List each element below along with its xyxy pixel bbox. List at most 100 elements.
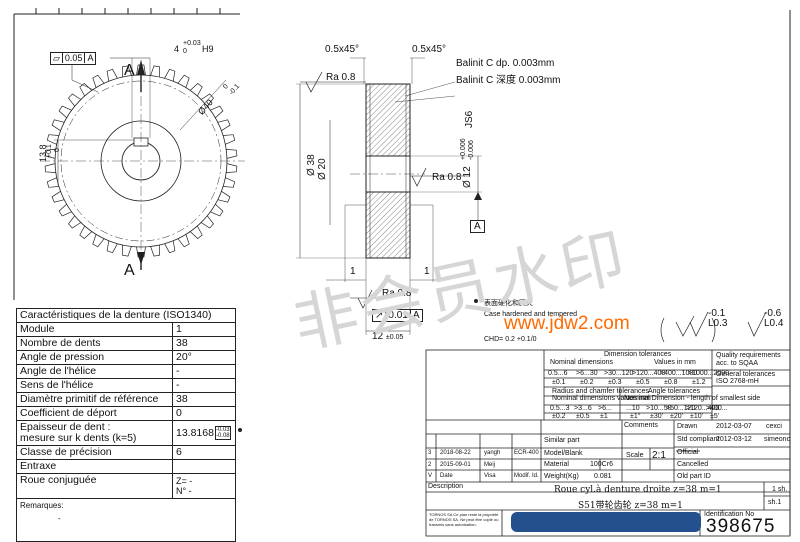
heat-treat-note: 表面硬化和回火	[484, 300, 533, 307]
tol-header: Dimension tolerances	[604, 351, 672, 358]
tol-nominal: Nominal dimensions	[550, 359, 614, 366]
row-label: Sens de l'hélice	[16, 378, 173, 393]
table-row: Epaisseur de dent :mesure sur k dents (k…	[16, 420, 236, 446]
case-hardened-note: Case hardened and tempered	[484, 311, 578, 318]
tol-value: ±0.5	[636, 379, 650, 386]
chamfer-right: 0.5x45°	[412, 44, 447, 55]
mating-z: Z= -	[176, 476, 193, 486]
gear-characteristics-table: Caractéristiques de la denture (ISO1340)…	[16, 308, 236, 542]
thickness-value-cell: 13.8168-0.03-0.08	[172, 420, 236, 446]
title-block-grid	[425, 349, 791, 537]
radius-header: Radius and chamfer tolerances	[552, 388, 649, 395]
datum-a: A	[470, 220, 485, 233]
angle-range: >400...	[706, 405, 728, 412]
std-date: 2012-03-12	[716, 436, 752, 443]
revision-cell: 2018-08-22	[440, 450, 471, 456]
roughness-symbols	[660, 311, 767, 343]
tol-range: 0.5...6	[548, 370, 568, 377]
description-label: Description	[428, 483, 464, 490]
dim-1-left: 1	[350, 266, 356, 277]
site-watermark: www.jdw2.com	[504, 313, 630, 334]
radius-range: >6...	[598, 405, 612, 412]
roughness-a1: -0.1	[708, 308, 726, 319]
remarks-label: Remarques:	[20, 501, 64, 510]
bore-diameter: Ø 12	[462, 166, 473, 188]
angle-range: ...10	[626, 405, 640, 412]
keyway-fit: H9	[202, 44, 214, 54]
revision-cell: 2	[428, 461, 432, 468]
tol-value: ±0.2	[580, 379, 594, 386]
table-row: Angle de l'hélice-	[16, 364, 236, 379]
tol-values: Values in mm	[654, 359, 696, 366]
weight-label: Weight(Kg)	[544, 473, 579, 480]
runout-datum: A	[412, 310, 420, 321]
chd-note: CHD= 0.2 +0.1/0	[484, 336, 537, 343]
revision-cell: Meij	[484, 461, 496, 468]
std-by: simeonc	[764, 436, 791, 443]
angle-value: ±20'	[670, 413, 683, 420]
comments-label: Comments	[624, 422, 658, 429]
tol-range: >6...30	[576, 370, 598, 377]
material-label: Material	[544, 461, 569, 468]
row-value: -	[172, 364, 236, 379]
radius-range: 0.5...3	[550, 405, 570, 412]
revision-cell: V	[428, 473, 433, 479]
scale-label: Scale	[626, 452, 644, 459]
runout-value: 0.01	[386, 310, 411, 321]
weight-value: 0.081	[594, 473, 612, 480]
keyway-depth-lower: 0	[54, 148, 61, 152]
angle-header: Angle tolerances	[648, 388, 701, 395]
bore-fit: JS6	[464, 110, 475, 128]
bore-tol-lower: -0.006	[468, 140, 475, 160]
keyway-width-upper: +0.03	[183, 40, 201, 47]
ident-label: Identification No	[704, 511, 755, 518]
bore-tol-upper: +0.006	[460, 138, 467, 160]
similar-part-label: Similar part	[544, 437, 580, 444]
tol-value: ±0.3	[608, 379, 622, 386]
remarks-cell: Remarques:-	[16, 498, 236, 542]
dim-1-right: 1	[424, 266, 430, 277]
description-cn: S51带轮齿轮 z=38 m=1	[578, 501, 683, 511]
drawn-by: cexci	[766, 423, 782, 430]
diameter-20: Ø 20	[317, 158, 328, 180]
flatness-icon: ⏥	[51, 53, 63, 63]
flatness-datum: A	[87, 53, 94, 63]
table-row: Sens de l'hélice-	[16, 378, 236, 393]
material-value: 100Cr6	[590, 461, 613, 468]
roughness-mid: Ra 0.8	[432, 172, 462, 183]
roughness-b2: L0.4	[764, 318, 784, 329]
section-label-top: A	[124, 62, 135, 79]
tol-value: ±1.2	[692, 379, 706, 386]
flatness-value: 0.05	[62, 53, 86, 63]
angle-value: ±5'	[710, 413, 720, 420]
row-value: 0	[172, 406, 236, 421]
row-value: 38	[172, 392, 236, 407]
revision-cell: 2015-09-01	[440, 461, 471, 468]
mating-n: N° -	[176, 486, 192, 496]
tol-value: ±0.1	[552, 379, 566, 386]
angle-range: >120...400	[686, 405, 720, 412]
row-value	[172, 459, 236, 474]
revision-cell: yangh	[484, 450, 501, 456]
revision-cell: Date	[440, 473, 453, 479]
radius-value: ±0.2	[552, 413, 566, 420]
angle-value: ±30'	[650, 413, 663, 420]
gear-front-view	[40, 57, 245, 270]
angle-range: >10...50	[646, 405, 672, 412]
legal-notice: TORNOS SA Ce plan reste la propriété de …	[429, 512, 499, 527]
row-label: Entraxe	[16, 459, 173, 474]
row-label: Angle de pression	[16, 350, 173, 365]
roughness-b1: L0.3	[708, 318, 728, 329]
table-row: Roue conjuguée Z= -N° -	[16, 473, 236, 499]
section-label-bottom: A	[124, 262, 135, 279]
chamfer-left: 0.5x45°	[325, 44, 360, 55]
angle-value: ±1°	[630, 413, 641, 420]
mating-values: Z= -N° -	[172, 473, 236, 499]
gear-section-view	[296, 57, 482, 335]
